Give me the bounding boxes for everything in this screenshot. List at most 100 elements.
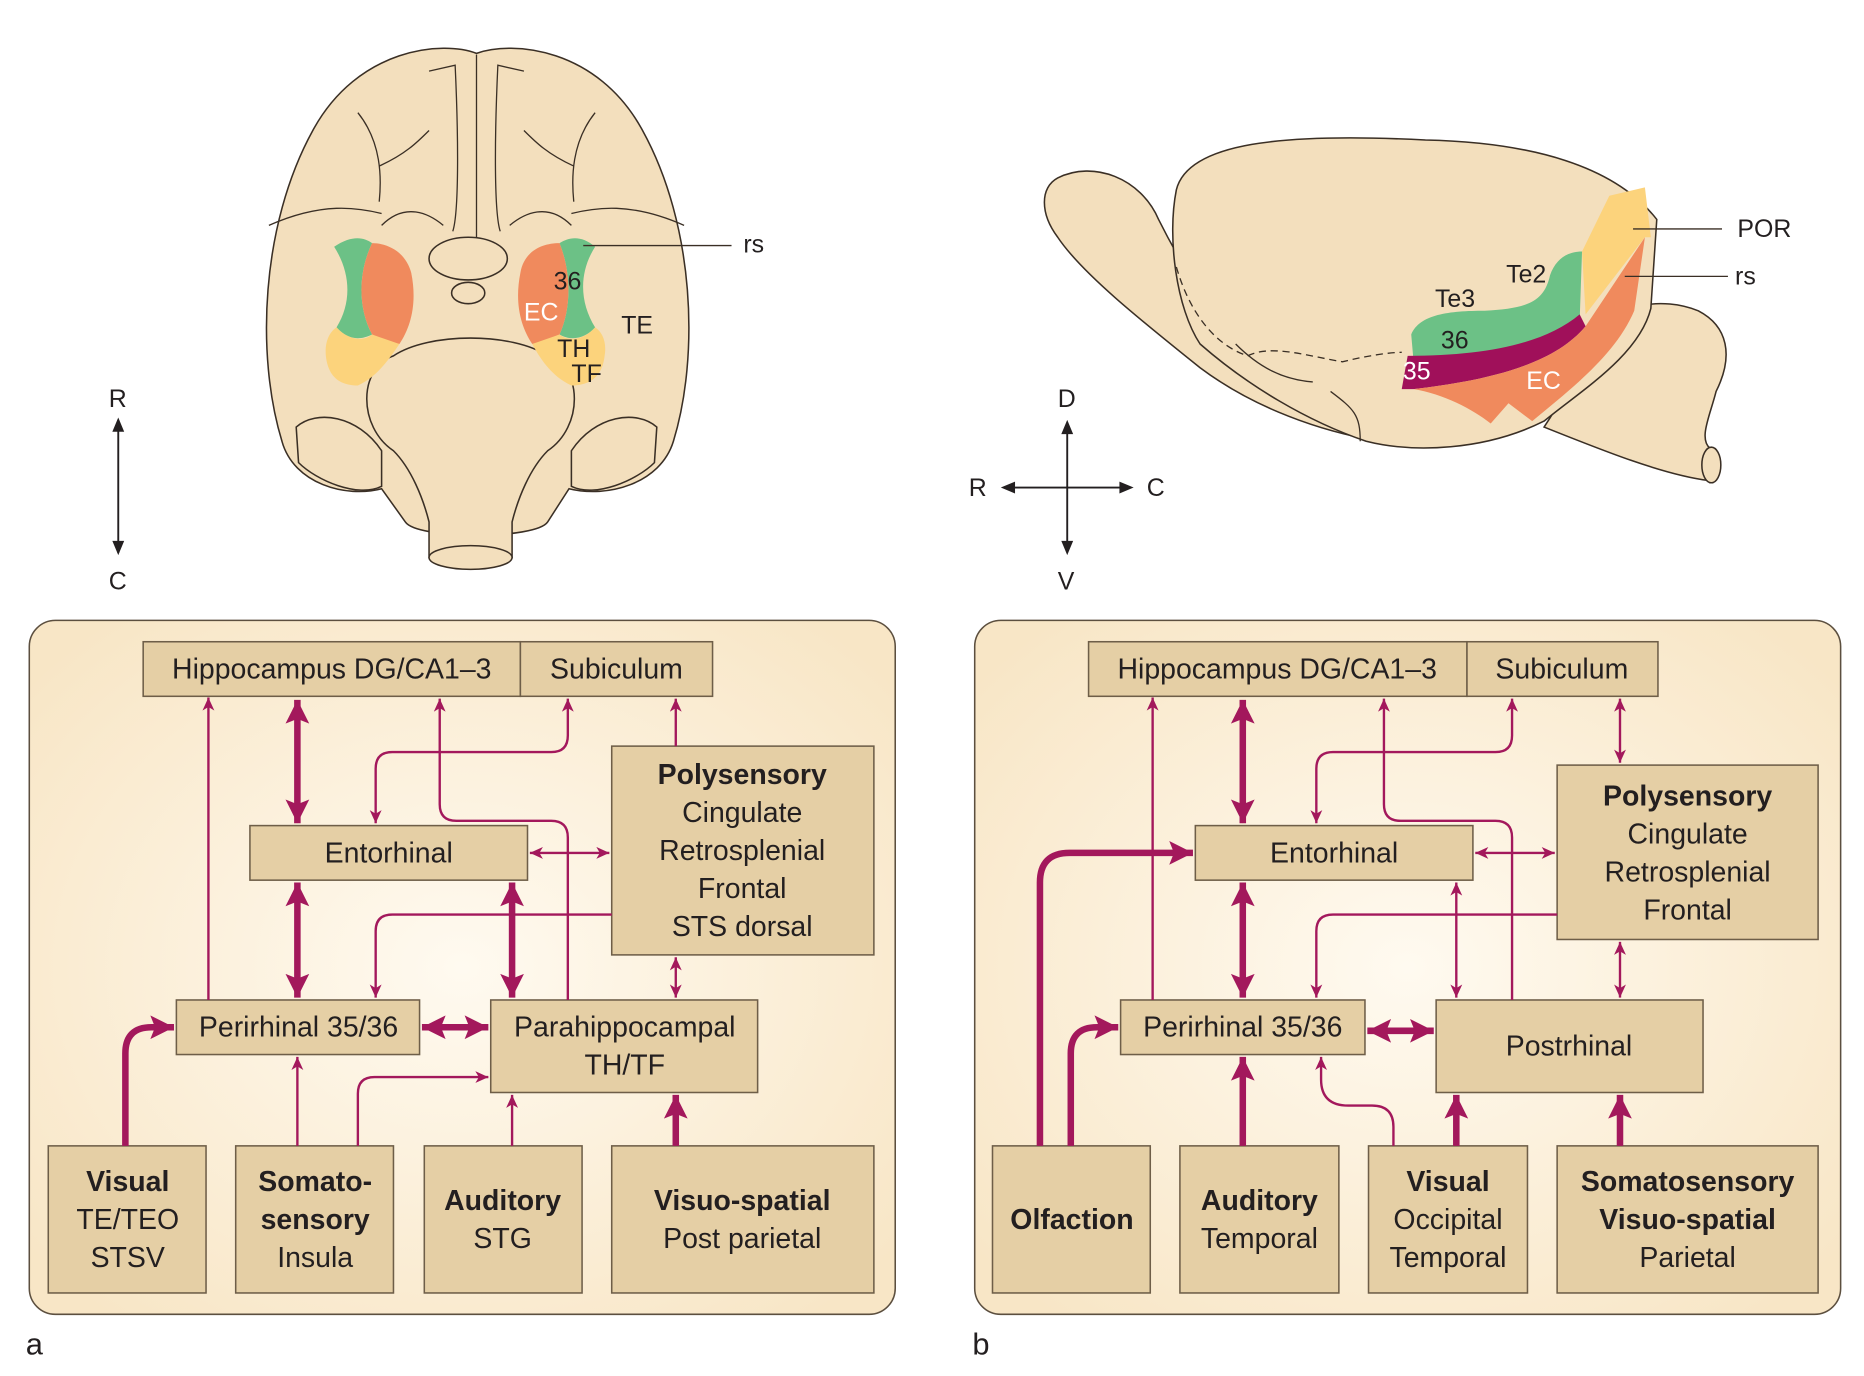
label-por: POR [1737,215,1791,243]
box-perirhinal: Perirhinal 35/36 [1119,999,1366,1056]
svg-text:TE/TEO: TE/TEO [76,1204,179,1236]
svg-text:Auditory: Auditory [444,1185,561,1217]
arrow-olfaction-to-entorhinal [1036,841,1193,1146]
box-subiculum: Subiculum [1466,640,1659,698]
svg-text:Subiculum: Subiculum [550,654,683,686]
arrow-polysensory-to-perirhinal [1310,913,1558,998]
area-36-rat [1411,251,1583,362]
svg-text:Post parietal: Post parietal [663,1223,821,1255]
svg-text:Perirhinal 35/36: Perirhinal 35/36 [199,1012,398,1044]
box-visual: Visual TE/TEO STSV [47,1145,207,1294]
box-visuospatial: Visuo-spatial Post parietal [610,1145,875,1294]
box-visual: Visual Occipital Temporal [1367,1145,1529,1294]
svg-text:Parietal: Parietal [1639,1242,1735,1274]
svg-text:Parahippocampal: Parahippocampal [514,1012,735,1044]
label-ec: EC [524,298,559,326]
svg-text:STSV: STSV [91,1242,165,1274]
arrow-subiculum-entorhinal [369,698,574,824]
svg-text:Postrhinal: Postrhinal [1506,1031,1633,1063]
label-rs: rs [743,231,764,259]
arrow-postrhinal-to-hippocampus [1378,698,1514,1000]
svg-text:Insula: Insula [277,1242,353,1274]
th-tf-left [325,327,400,386]
area-36-left [334,238,373,339]
ec-right [518,243,569,344]
svg-text:sensory: sensory [261,1204,370,1236]
label-caudal: C [1147,474,1165,502]
box-entorhinal: Entorhinal [249,824,529,881]
panel-letter-a: a [26,1327,44,1362]
box-auditory: Auditory Temporal [1179,1145,1340,1294]
label-th: TH [557,335,590,363]
orientation-axis-b: D V R C [969,385,1165,596]
label-te: TE [621,311,653,339]
svg-text:Polysensory: Polysensory [658,759,827,791]
box-hippocampus: Hippocampus DG/CA1–3 [1087,640,1468,698]
label-rs: rs [1735,263,1756,291]
box-somatosensory: Somato- sensory Insula [234,1145,395,1294]
svg-text:Auditory: Auditory [1201,1185,1318,1217]
svg-text:Somatosensory: Somatosensory [1581,1166,1795,1198]
box-hippocampus: Hippocampus DG/CA1–3 [142,640,522,698]
svg-text:Retrosplenial: Retrosplenial [659,835,825,867]
arrowhead-icon [112,417,125,556]
area-35-rat [1401,314,1586,390]
box-postrhinal: Postrhinal [1435,999,1704,1094]
box-somatosensory: Somatosensory Visuo-spatial Parietal [1556,1145,1819,1294]
svg-text:Retrosplenial: Retrosplenial [1605,856,1771,888]
label-caudal: C [109,568,127,596]
svg-text:TH/TF: TH/TF [584,1050,665,1082]
orientation-axis-a: R C [109,385,127,596]
panel-a-diagram: Hippocampus DG/CA1–3 Subiculum Entorhina… [26,619,896,1362]
box-subiculum: Subiculum [519,640,714,698]
ec-rat [1413,237,1645,424]
label-36: 36 [1441,327,1469,355]
arrow-polysensory-to-perirhinal [369,913,612,998]
label-ec: EC [1526,367,1561,395]
box-parahippocampal: Parahippocampal TH/TF [489,999,759,1094]
arrow-visual-to-perirhinal [1315,1056,1395,1146]
svg-text:Somato-: Somato- [258,1166,372,1198]
box-olfaction: Olfaction [991,1145,1152,1294]
svg-text:Hippocampus DG/CA1–3: Hippocampus DG/CA1–3 [172,654,491,686]
label-35: 35 [1403,358,1431,386]
label-tf: TF [571,360,601,388]
svg-text:Visual: Visual [86,1166,169,1198]
arrow-parahippocampal-to-hippocampus [433,698,570,1000]
label-36: 36 [554,267,582,295]
monkey-brain-ventral-view: rs 36 EC TE TH TF [265,47,764,571]
box-perirhinal: Perirhinal 35/36 [175,999,421,1056]
box-polysensory: Polysensory Cingulate Retrosplenial Fron… [610,745,875,956]
arrow-visual-to-perirhinal [122,1015,175,1146]
panel-b-diagram: Hippocampus DG/CA1–3 Subiculum Entorhina… [972,619,1842,1362]
svg-text:STG: STG [473,1223,532,1255]
box-entorhinal: Entorhinal [1194,824,1474,881]
area-36-right [559,238,596,339]
arrow-somatosensory-to-parahippocampal [356,1071,489,1146]
svg-text:Entorhinal: Entorhinal [325,837,453,869]
label-rostral: R [969,474,987,502]
svg-text:Frontal: Frontal [1643,894,1732,926]
label-rostral: R [109,385,127,413]
svg-text:Cingulate: Cingulate [682,797,802,829]
label-dorsal: D [1058,385,1076,413]
svg-text:STS dorsal: STS dorsal [672,911,813,943]
svg-text:Subiculum: Subiculum [1495,654,1628,686]
svg-text:Hippocampus DG/CA1–3: Hippocampus DG/CA1–3 [1117,654,1436,686]
box-polysensory: Polysensory Cingulate Retrosplenial Fron… [1556,764,1819,941]
arrow-olfaction-to-perirhinal [1067,1015,1119,1146]
box-auditory: Auditory STG [423,1145,583,1294]
th-tf-right [532,327,606,386]
svg-text:Olfaction: Olfaction [1010,1204,1133,1236]
svg-text:Cingulate: Cingulate [1628,818,1748,850]
label-ventral: V [1058,568,1075,596]
svg-text:Occipital: Occipital [1393,1204,1502,1236]
svg-text:Temporal: Temporal [1201,1223,1318,1255]
svg-text:Entorhinal: Entorhinal [1270,837,1398,869]
svg-text:Polysensory: Polysensory [1603,780,1772,812]
svg-text:Temporal: Temporal [1389,1242,1506,1274]
svg-text:Perirhinal 35/36: Perirhinal 35/36 [1143,1012,1342,1044]
svg-text:Visuo-spatial: Visuo-spatial [1599,1204,1776,1236]
svg-text:Frontal: Frontal [698,873,787,905]
